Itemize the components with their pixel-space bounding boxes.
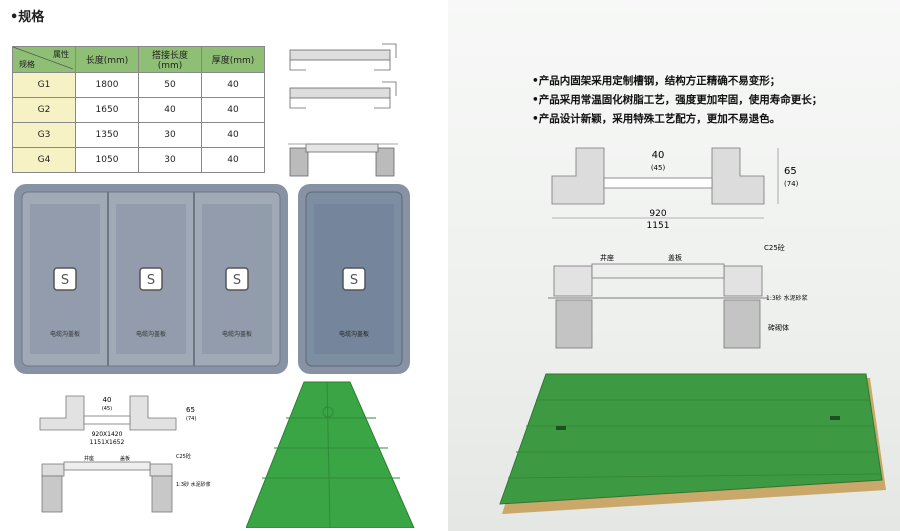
row-name: G3	[12, 122, 76, 148]
column-header: 搭接长度(mm)	[138, 46, 202, 73]
green-cover-surface	[246, 381, 415, 528]
logo-icon	[342, 267, 366, 291]
dim-label: (45)	[651, 164, 666, 172]
drawing-label: 盖板	[668, 253, 682, 262]
table-cell: 30	[138, 147, 202, 173]
corner-attribute-label: 属性	[53, 50, 69, 59]
table-cell: 30	[138, 122, 202, 148]
drawing-cover	[83, 415, 131, 425]
lift-slot-icon	[830, 416, 840, 420]
spec-table-header: 属性 规格 长度(mm) 搭接长度(mm) 厚度(mm)	[12, 46, 265, 73]
table-cell: 1350	[75, 122, 139, 148]
corner-diagonal-line	[13, 47, 73, 69]
green-cover-small	[246, 381, 415, 528]
spec-table-corner: 属性 规格	[12, 46, 76, 73]
drawing-right-block	[723, 265, 763, 297]
row-name: G2	[12, 97, 76, 123]
drawing-left-block	[41, 463, 65, 477]
drawing-right-seat	[129, 395, 177, 431]
dim-label: 1151X1652	[90, 439, 125, 446]
logo-mark: S	[233, 273, 241, 288]
table-cell: 1800	[75, 72, 139, 98]
logo-mark: S	[147, 273, 155, 288]
row-name: G4	[12, 147, 76, 173]
table-cell: 40	[201, 122, 265, 148]
table-cell: 1050	[75, 147, 139, 173]
drawing-label: C25砼	[764, 243, 785, 252]
table-cell: 40	[201, 97, 265, 123]
table-cell: 40	[138, 97, 202, 123]
table-row: G2 1650 40 40	[12, 97, 265, 123]
green-cover-emblem	[322, 406, 334, 418]
drawing-cover-lower	[63, 461, 151, 471]
drawing-cover-lower	[591, 263, 725, 279]
table-cell: 50	[138, 72, 202, 98]
feature-list: •产品内固架采用定制槽钢，结构方正精确不易变形； •产品采用常温固化树脂工艺，强…	[532, 72, 822, 129]
dim-label: 1151	[647, 221, 670, 231]
table-row: G4 1050 30 40	[12, 147, 265, 173]
large-section-drawing: 40 (45) 65 (74) 920 1151 井座 盖板 C25砼 1:3砂…	[548, 147, 808, 349]
feature-item: •产品设计新颖，采用特殊工艺配方，更加不易退色。	[532, 113, 781, 125]
dim-label: 65	[784, 166, 797, 177]
dim-label: 920	[649, 209, 666, 219]
drawing-right-wall	[151, 475, 173, 513]
drawing-label: 盖板	[120, 455, 130, 462]
drawing-left-wall	[555, 299, 593, 349]
dim-label: 65	[186, 406, 195, 414]
feature-item: •产品内固架采用定制槽钢，结构方正精确不易变形；	[532, 75, 781, 87]
table-cell: 1650	[75, 97, 139, 123]
grey-cover-small: S 电缆沟盖板	[298, 184, 410, 374]
corner-spec-label: 规格	[19, 60, 35, 69]
logo-mark: S	[61, 273, 69, 288]
drawing-right-wall	[723, 299, 761, 349]
feature-item: •产品采用常温固化树脂工艺，强度更加牢固，使用寿命更长；	[532, 94, 823, 106]
table-row: G3 1350 30 40	[12, 122, 265, 148]
row-name: G1	[12, 72, 76, 98]
drawing-right-block	[149, 463, 173, 477]
section-heading: •规格	[10, 10, 45, 25]
table-cell: 40	[201, 72, 265, 98]
dim-label: (74)	[784, 180, 799, 188]
cover-text: 电缆沟盖板	[339, 330, 369, 338]
thumbnail-section-1	[289, 43, 397, 71]
lift-slot-icon	[556, 426, 566, 430]
thumbnail-section-3	[288, 143, 398, 177]
thumbnail-section-2	[289, 81, 397, 109]
dim-label: 920X1420	[92, 431, 123, 438]
green-cover-large	[499, 373, 886, 514]
drawing-left-block	[553, 265, 593, 297]
cover-text: 电缆沟盖板	[50, 330, 80, 338]
drawing-label: 砖砌体	[768, 323, 789, 332]
cover-text: 电缆沟盖板	[136, 330, 166, 338]
green-cover-grid	[507, 399, 881, 479]
drawing-right-seat	[711, 147, 765, 205]
drawing-left-seat	[551, 147, 605, 205]
drawing-label: 1:3砂 水泥砂浆	[766, 294, 808, 302]
table-cell: 40	[201, 147, 265, 173]
dim-label: (45)	[102, 406, 112, 412]
drawing-cover	[603, 177, 713, 189]
dim-label: 40	[652, 150, 665, 161]
dim-label: 40	[103, 396, 112, 404]
green-cover-surface	[499, 373, 883, 505]
drawing-label: 井座	[600, 253, 614, 262]
spec-table: 属性 规格 长度(mm) 搭接长度(mm) 厚度(mm) G1 1800 50 …	[12, 46, 265, 173]
dim-label: (74)	[186, 416, 196, 422]
table-row: G1 1800 50 40	[12, 72, 265, 98]
logo-mark: S	[350, 273, 358, 288]
cover-text: 电缆沟盖板	[222, 330, 252, 338]
column-header: 长度(mm)	[75, 46, 139, 73]
drawing-label: 井座	[84, 455, 94, 462]
drawing-label: C25砼	[176, 453, 191, 460]
grey-cover-large: S S S 电缆沟盖板 电缆沟盖板 电缆沟盖板	[14, 184, 288, 374]
section-thumbnails	[288, 43, 398, 177]
green-cover-grid	[262, 381, 400, 528]
drawing-left-seat	[39, 395, 85, 431]
drawing-label: 1:3砂 水泥砂浆	[176, 481, 211, 488]
drawing-left-wall	[41, 475, 63, 513]
small-section-drawing: 40 (45) 65 (74) 920X1420 1151X1652 井座 盖板…	[39, 395, 211, 513]
column-header: 厚度(mm)	[201, 46, 265, 73]
logo-icon	[53, 267, 249, 291]
